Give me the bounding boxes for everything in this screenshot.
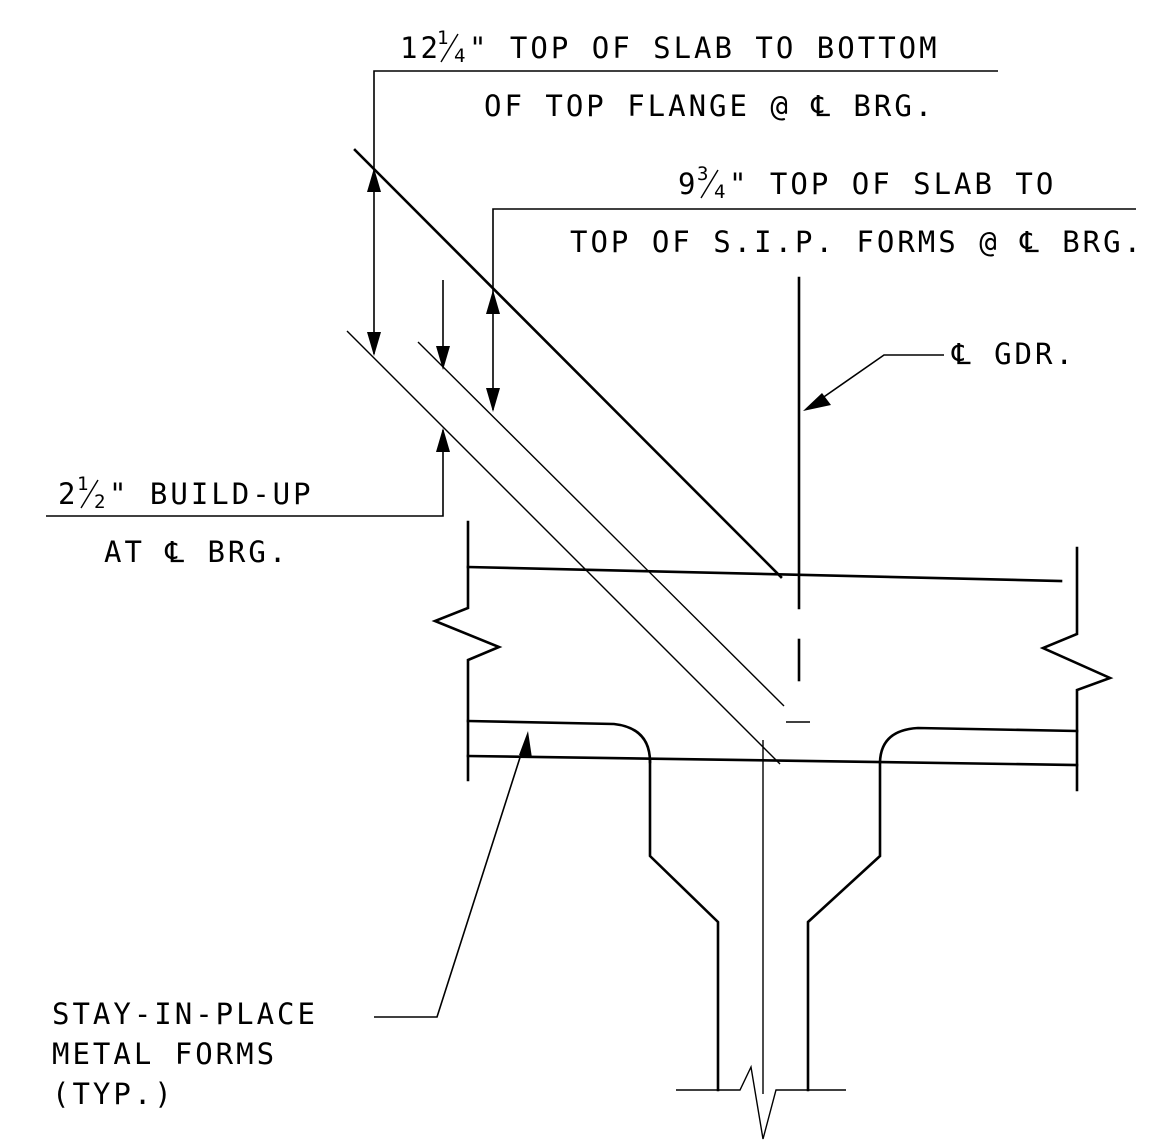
note-slab-to-forms-line2: TOP OF S.I.P. FORMS @ ℄ BRG. bbox=[570, 225, 1144, 259]
note-slab-to-forms-whole: 9 bbox=[678, 167, 698, 201]
note-slab-to-flange-line1: " TOP OF SLAB TO BOTTOM bbox=[469, 31, 940, 65]
note-slab-to-forms-line1: " TOP OF SLAB TO bbox=[729, 167, 1056, 201]
leader-stay-in-place-forms bbox=[374, 731, 532, 1018]
note-buildup-line1: " BUILD-UP bbox=[109, 477, 314, 511]
note-girder-centerline: ℄ GDR. bbox=[951, 337, 1076, 371]
note-forms-line2: METAL FORMS bbox=[52, 1037, 277, 1071]
leader-build-up bbox=[46, 428, 450, 517]
note-stay-in-place-forms: STAY-IN-PLACE METAL FORMS (TYP.) bbox=[52, 997, 318, 1111]
note-buildup-line2: AT ℄ BRG. bbox=[104, 535, 289, 569]
note-slab-to-flange-whole: 12 bbox=[400, 31, 441, 65]
fraction-bar bbox=[700, 169, 719, 199]
bottom-of-flange-line bbox=[346, 330, 781, 765]
note-forms-line1: STAY-IN-PLACE bbox=[52, 997, 318, 1031]
leader-9-three-quarter bbox=[486, 208, 1136, 412]
deck-slab-section bbox=[431, 520, 1114, 792]
note-forms-line3: (TYP.) bbox=[52, 1077, 175, 1111]
note-buildup: 2 1 2 " BUILD-UP AT ℄ BRG. bbox=[58, 473, 314, 569]
girder-section bbox=[648, 740, 882, 1140]
fraction-bar bbox=[80, 479, 99, 509]
note-slab-to-flange-den: 4 bbox=[454, 45, 465, 67]
fraction-bar bbox=[440, 33, 459, 63]
note-slab-to-flange-line2: OF TOP FLANGE @ ℄ BRG. bbox=[484, 89, 935, 123]
note-slab-to-flange-num: 1 bbox=[437, 27, 448, 49]
note-slab-to-forms-den: 4 bbox=[714, 181, 725, 203]
dim-arrow-flange-top bbox=[436, 280, 450, 370]
note-slab-to-flange: 12 1 4 " TOP OF SLAB TO BOTTOM OF TOP FL… bbox=[400, 27, 940, 123]
leader-12-quarter bbox=[367, 70, 998, 356]
web-break-line bbox=[676, 1064, 846, 1140]
note-slab-to-forms: 9 3 4 " TOP OF SLAB TO TOP OF S.I.P. FOR… bbox=[570, 163, 1144, 259]
leader-girder-centerline bbox=[803, 354, 944, 411]
note-buildup-den: 2 bbox=[94, 491, 105, 513]
note-buildup-num: 1 bbox=[77, 473, 88, 495]
top-of-slab-line bbox=[353, 148, 783, 579]
top-of-forms-line bbox=[417, 341, 785, 707]
note-slab-to-forms-num: 3 bbox=[697, 163, 708, 185]
stay-in-place-form-profile bbox=[466, 719, 1079, 767]
note-buildup-whole: 2 bbox=[58, 477, 78, 511]
